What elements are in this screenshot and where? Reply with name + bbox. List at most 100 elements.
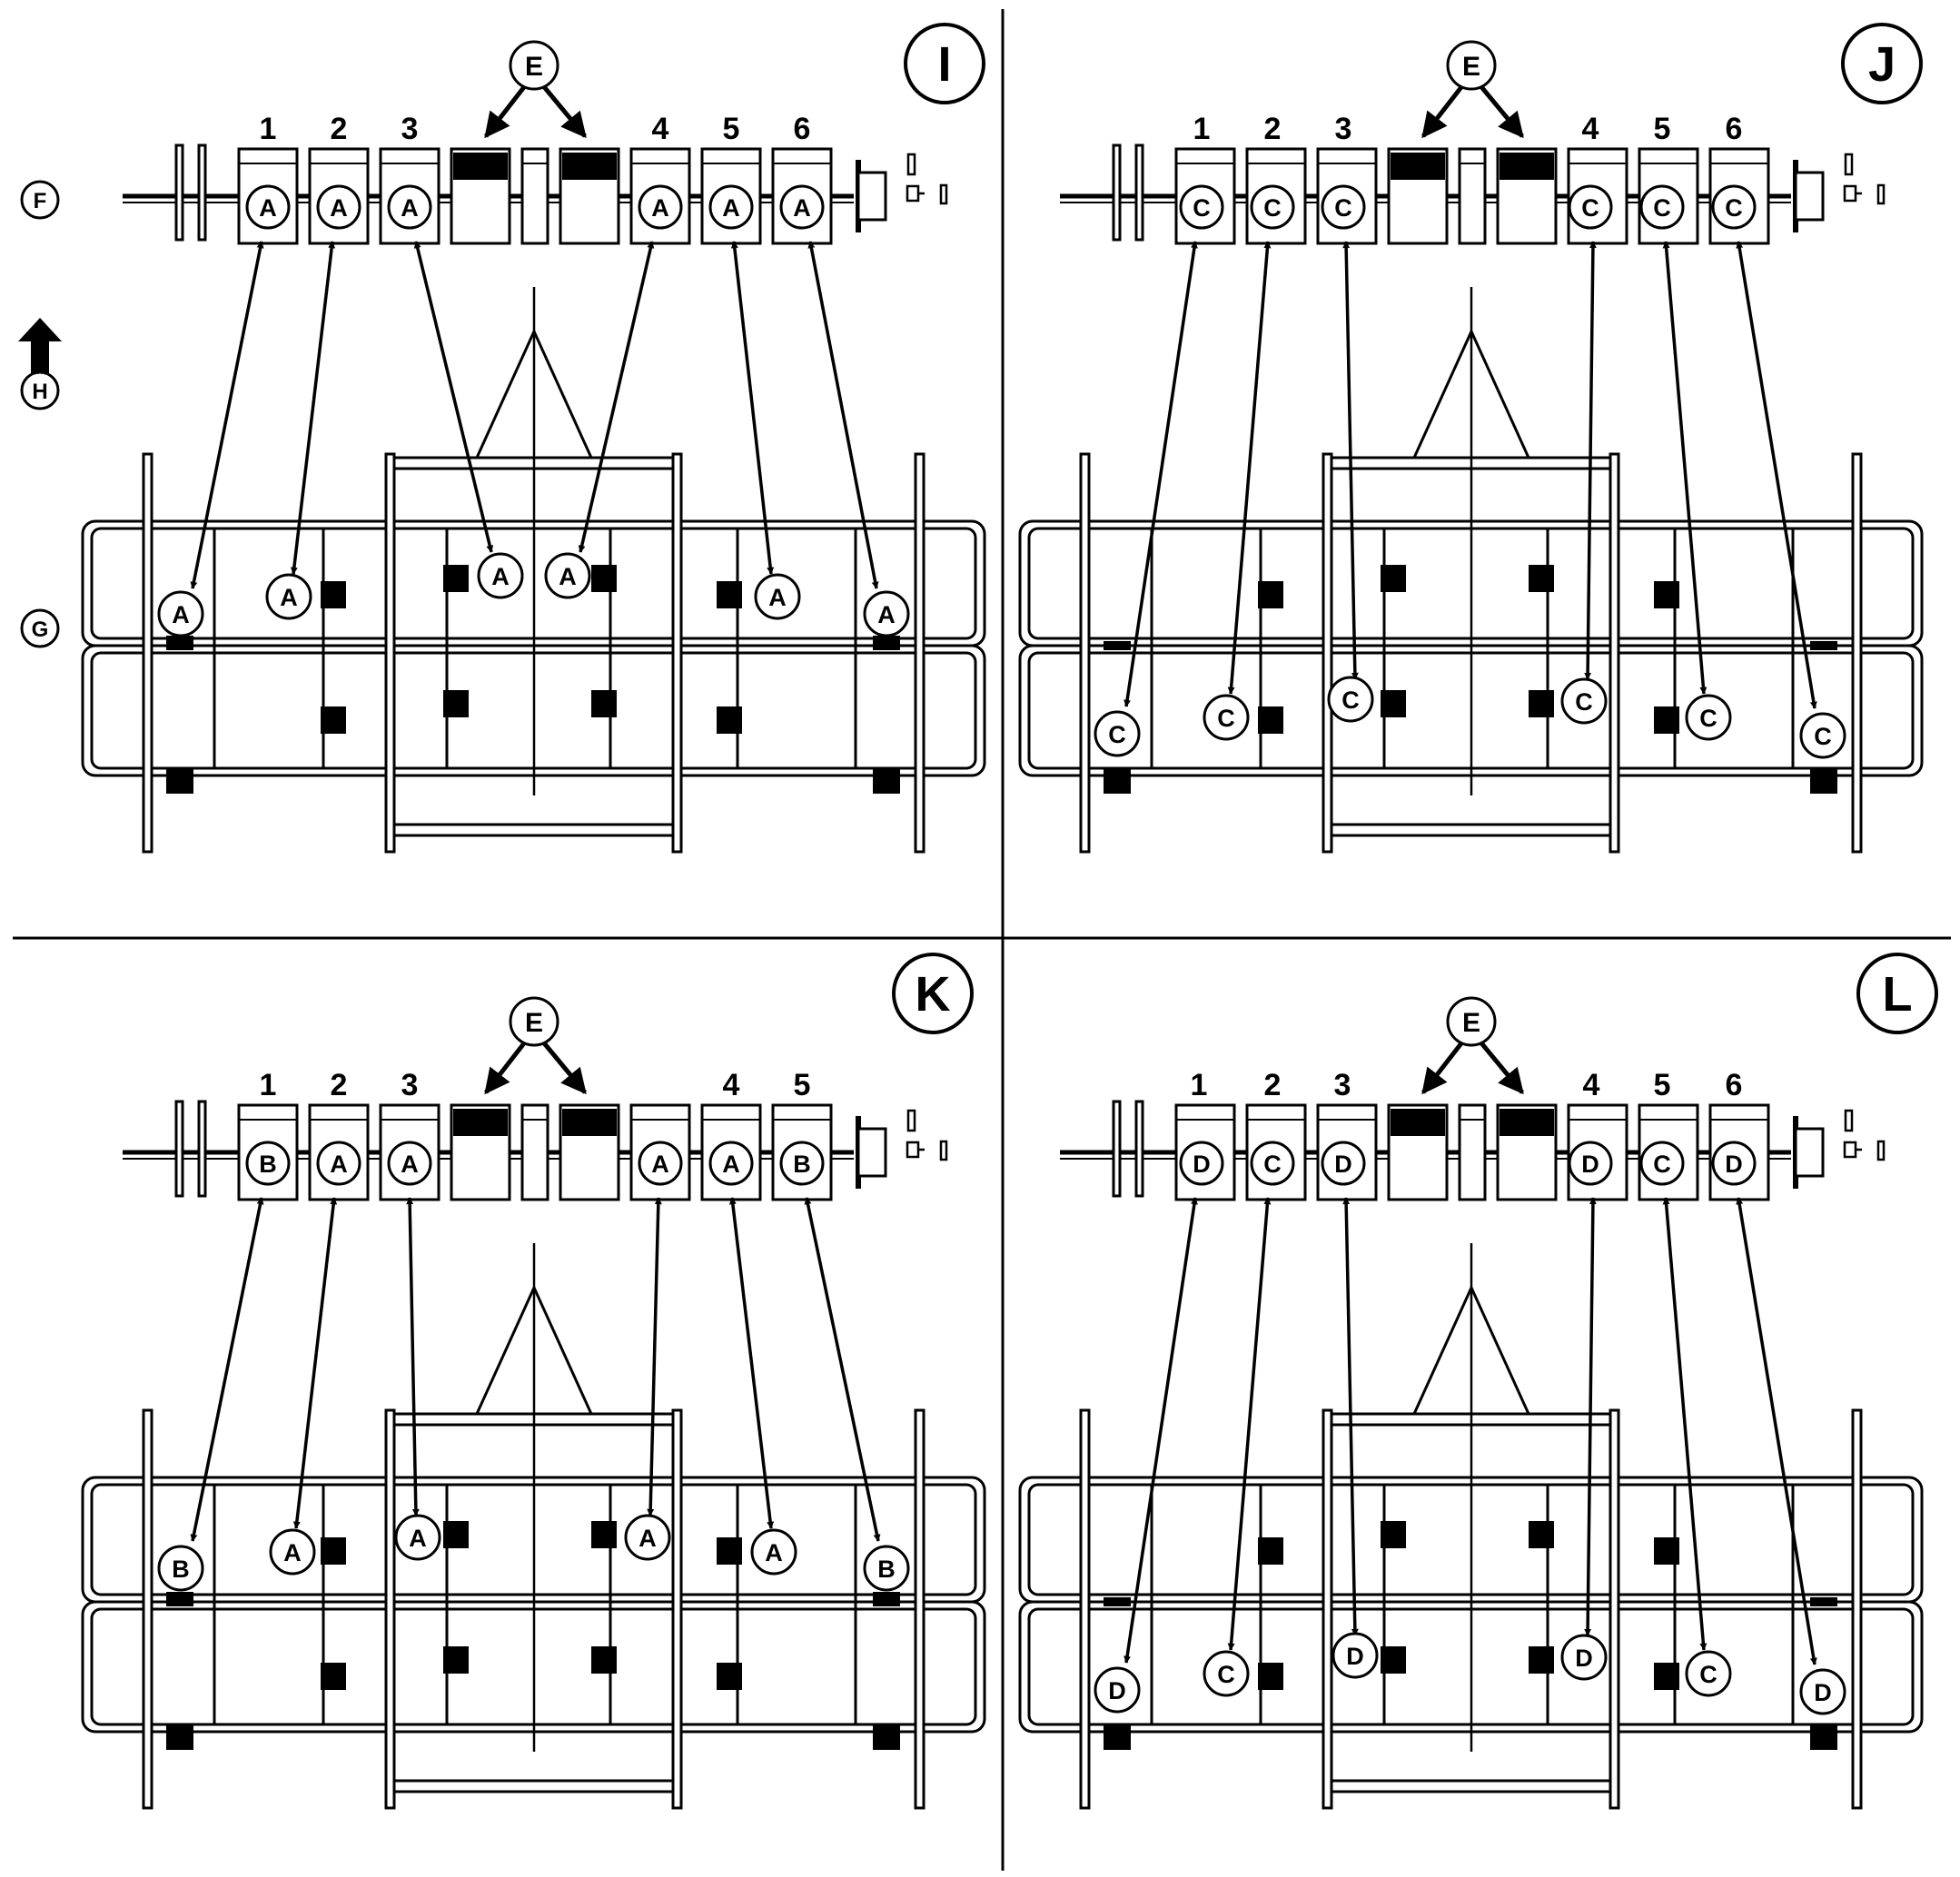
bar-position-label: C xyxy=(1581,194,1599,222)
pointer-callout: E xyxy=(1421,40,1524,139)
bar-position-label: A xyxy=(330,194,348,222)
quadrant-id-badge: I xyxy=(904,23,985,104)
frame-position-label: A xyxy=(172,601,190,628)
slot-number: 2 xyxy=(1264,1068,1282,1102)
svg-text:K: K xyxy=(916,967,951,1022)
bar-position-label: D xyxy=(1725,1151,1743,1178)
bar-position-label: A xyxy=(722,1151,740,1178)
svg-text:J: J xyxy=(1868,37,1896,92)
slot-number: 2 xyxy=(331,1068,348,1102)
svg-text:E: E xyxy=(525,52,543,82)
slot-number: 4 xyxy=(723,1068,740,1102)
slot-number: 5 xyxy=(794,1068,811,1102)
slot-numbers: 1 2 3 4 5 6 xyxy=(1191,1068,1743,1102)
frame-position-label: A xyxy=(638,1525,657,1552)
bar-labels: A A A A A A xyxy=(245,184,825,230)
slot-number: 6 xyxy=(794,112,811,146)
bar-position-label: D xyxy=(1193,1151,1211,1178)
frame-position-label: A xyxy=(559,563,577,590)
slot-number: 3 xyxy=(401,1068,419,1102)
bar-position-label: C xyxy=(1263,1151,1282,1178)
quadrant-id-badge: L xyxy=(1856,953,1938,1034)
frame-position-label: D xyxy=(1575,1645,1593,1672)
slot-number: 4 xyxy=(652,112,669,146)
slot-number: 4 xyxy=(1583,1068,1600,1102)
frame-blocks xyxy=(166,1521,900,1750)
svg-text:E: E xyxy=(525,1008,543,1038)
bar-position-label: B xyxy=(793,1151,811,1178)
bar-position-label: A xyxy=(793,194,811,222)
frame-position-label: C xyxy=(1217,705,1235,732)
slot-numbers: 1 2 3 4 5 xyxy=(260,1068,811,1102)
pointer-callout: E xyxy=(1421,996,1524,1095)
frame-structure xyxy=(1018,287,1924,854)
frame-position-label: D xyxy=(1108,1677,1126,1704)
frame-position-label: C xyxy=(1814,723,1832,750)
pointer-callout: E xyxy=(484,40,587,139)
toolbar-bar xyxy=(1060,1100,1886,1201)
slot-number: 3 xyxy=(1335,112,1352,146)
slot-number: 6 xyxy=(1726,112,1743,146)
up-arrow-icon xyxy=(18,318,62,374)
bar-position-label: A xyxy=(259,194,277,222)
pointer-callout: E xyxy=(484,996,587,1095)
direction-indicator: H xyxy=(18,318,62,410)
quadrant-k: K E xyxy=(81,953,986,1810)
svg-text:E: E xyxy=(1462,52,1480,82)
slot-number: 2 xyxy=(1264,112,1282,146)
frame-blocks xyxy=(166,565,900,794)
quadrant-l: L E xyxy=(1018,953,1938,1810)
frame-position-label: C xyxy=(1575,688,1593,716)
svg-text:G: G xyxy=(32,617,49,642)
frame-labels: A A A A A A xyxy=(157,552,910,637)
frame-position-label: C xyxy=(1699,1661,1717,1688)
mapping-arrows xyxy=(1124,241,1817,709)
frame-labels: C C C C C C xyxy=(1094,676,1846,759)
slot-number: 3 xyxy=(1334,1068,1351,1102)
toolbar-side-label: F xyxy=(20,180,60,220)
slot-number: 1 xyxy=(260,112,277,146)
bar-position-label: C xyxy=(1725,194,1743,222)
bar-labels: C C C C C C xyxy=(1179,184,1757,230)
frame-position-label: A xyxy=(283,1539,302,1566)
slot-numbers: 1 2 3 4 5 6 xyxy=(260,112,811,146)
quadrant-j: J E xyxy=(1018,23,1924,854)
bar-position-label: A xyxy=(651,1151,669,1178)
mapping-arrows xyxy=(1124,1197,1817,1665)
quadrant-id-badge: K xyxy=(892,953,974,1034)
slot-number: 4 xyxy=(1582,112,1599,146)
frame-structure xyxy=(81,287,986,854)
bar-position-label: C xyxy=(1193,194,1211,222)
bar-position-label: A xyxy=(651,194,669,222)
frame-position-label: A xyxy=(765,1539,783,1566)
frame-position-label: A xyxy=(280,584,298,611)
slot-number: 1 xyxy=(260,1068,277,1102)
frame-position-label: C xyxy=(1341,687,1360,714)
slot-numbers: 1 2 3 4 5 6 xyxy=(1193,112,1743,146)
frame-position-label: B xyxy=(172,1556,190,1583)
svg-text:I: I xyxy=(937,37,951,92)
frame-position-label: A xyxy=(409,1525,427,1552)
bar-position-label: A xyxy=(401,1151,419,1178)
frame-position-label: C xyxy=(1217,1661,1235,1688)
frame-side-label: G xyxy=(20,608,60,648)
bar-position-label: D xyxy=(1334,1151,1352,1178)
frame-position-label: A xyxy=(491,563,510,590)
bar-position-label: D xyxy=(1581,1151,1599,1178)
frame-position-label: D xyxy=(1346,1643,1364,1670)
frame-structure xyxy=(81,1243,986,1810)
svg-text:L: L xyxy=(1883,967,1913,1022)
frame-position-label: B xyxy=(877,1556,896,1583)
frame-position-label: A xyxy=(877,601,896,628)
frame-position-label: D xyxy=(1814,1679,1832,1706)
quadrant-id-badge: J xyxy=(1841,23,1923,104)
slot-number: 3 xyxy=(401,112,419,146)
frame-labels: B A A A A B xyxy=(157,1514,910,1592)
bar-position-label: C xyxy=(1334,194,1352,222)
slot-number: 1 xyxy=(1193,112,1211,146)
frame-position-label: C xyxy=(1108,721,1126,748)
svg-text:H: H xyxy=(32,380,47,404)
svg-text:E: E xyxy=(1462,1008,1480,1038)
bar-position-label: A xyxy=(330,1151,348,1178)
